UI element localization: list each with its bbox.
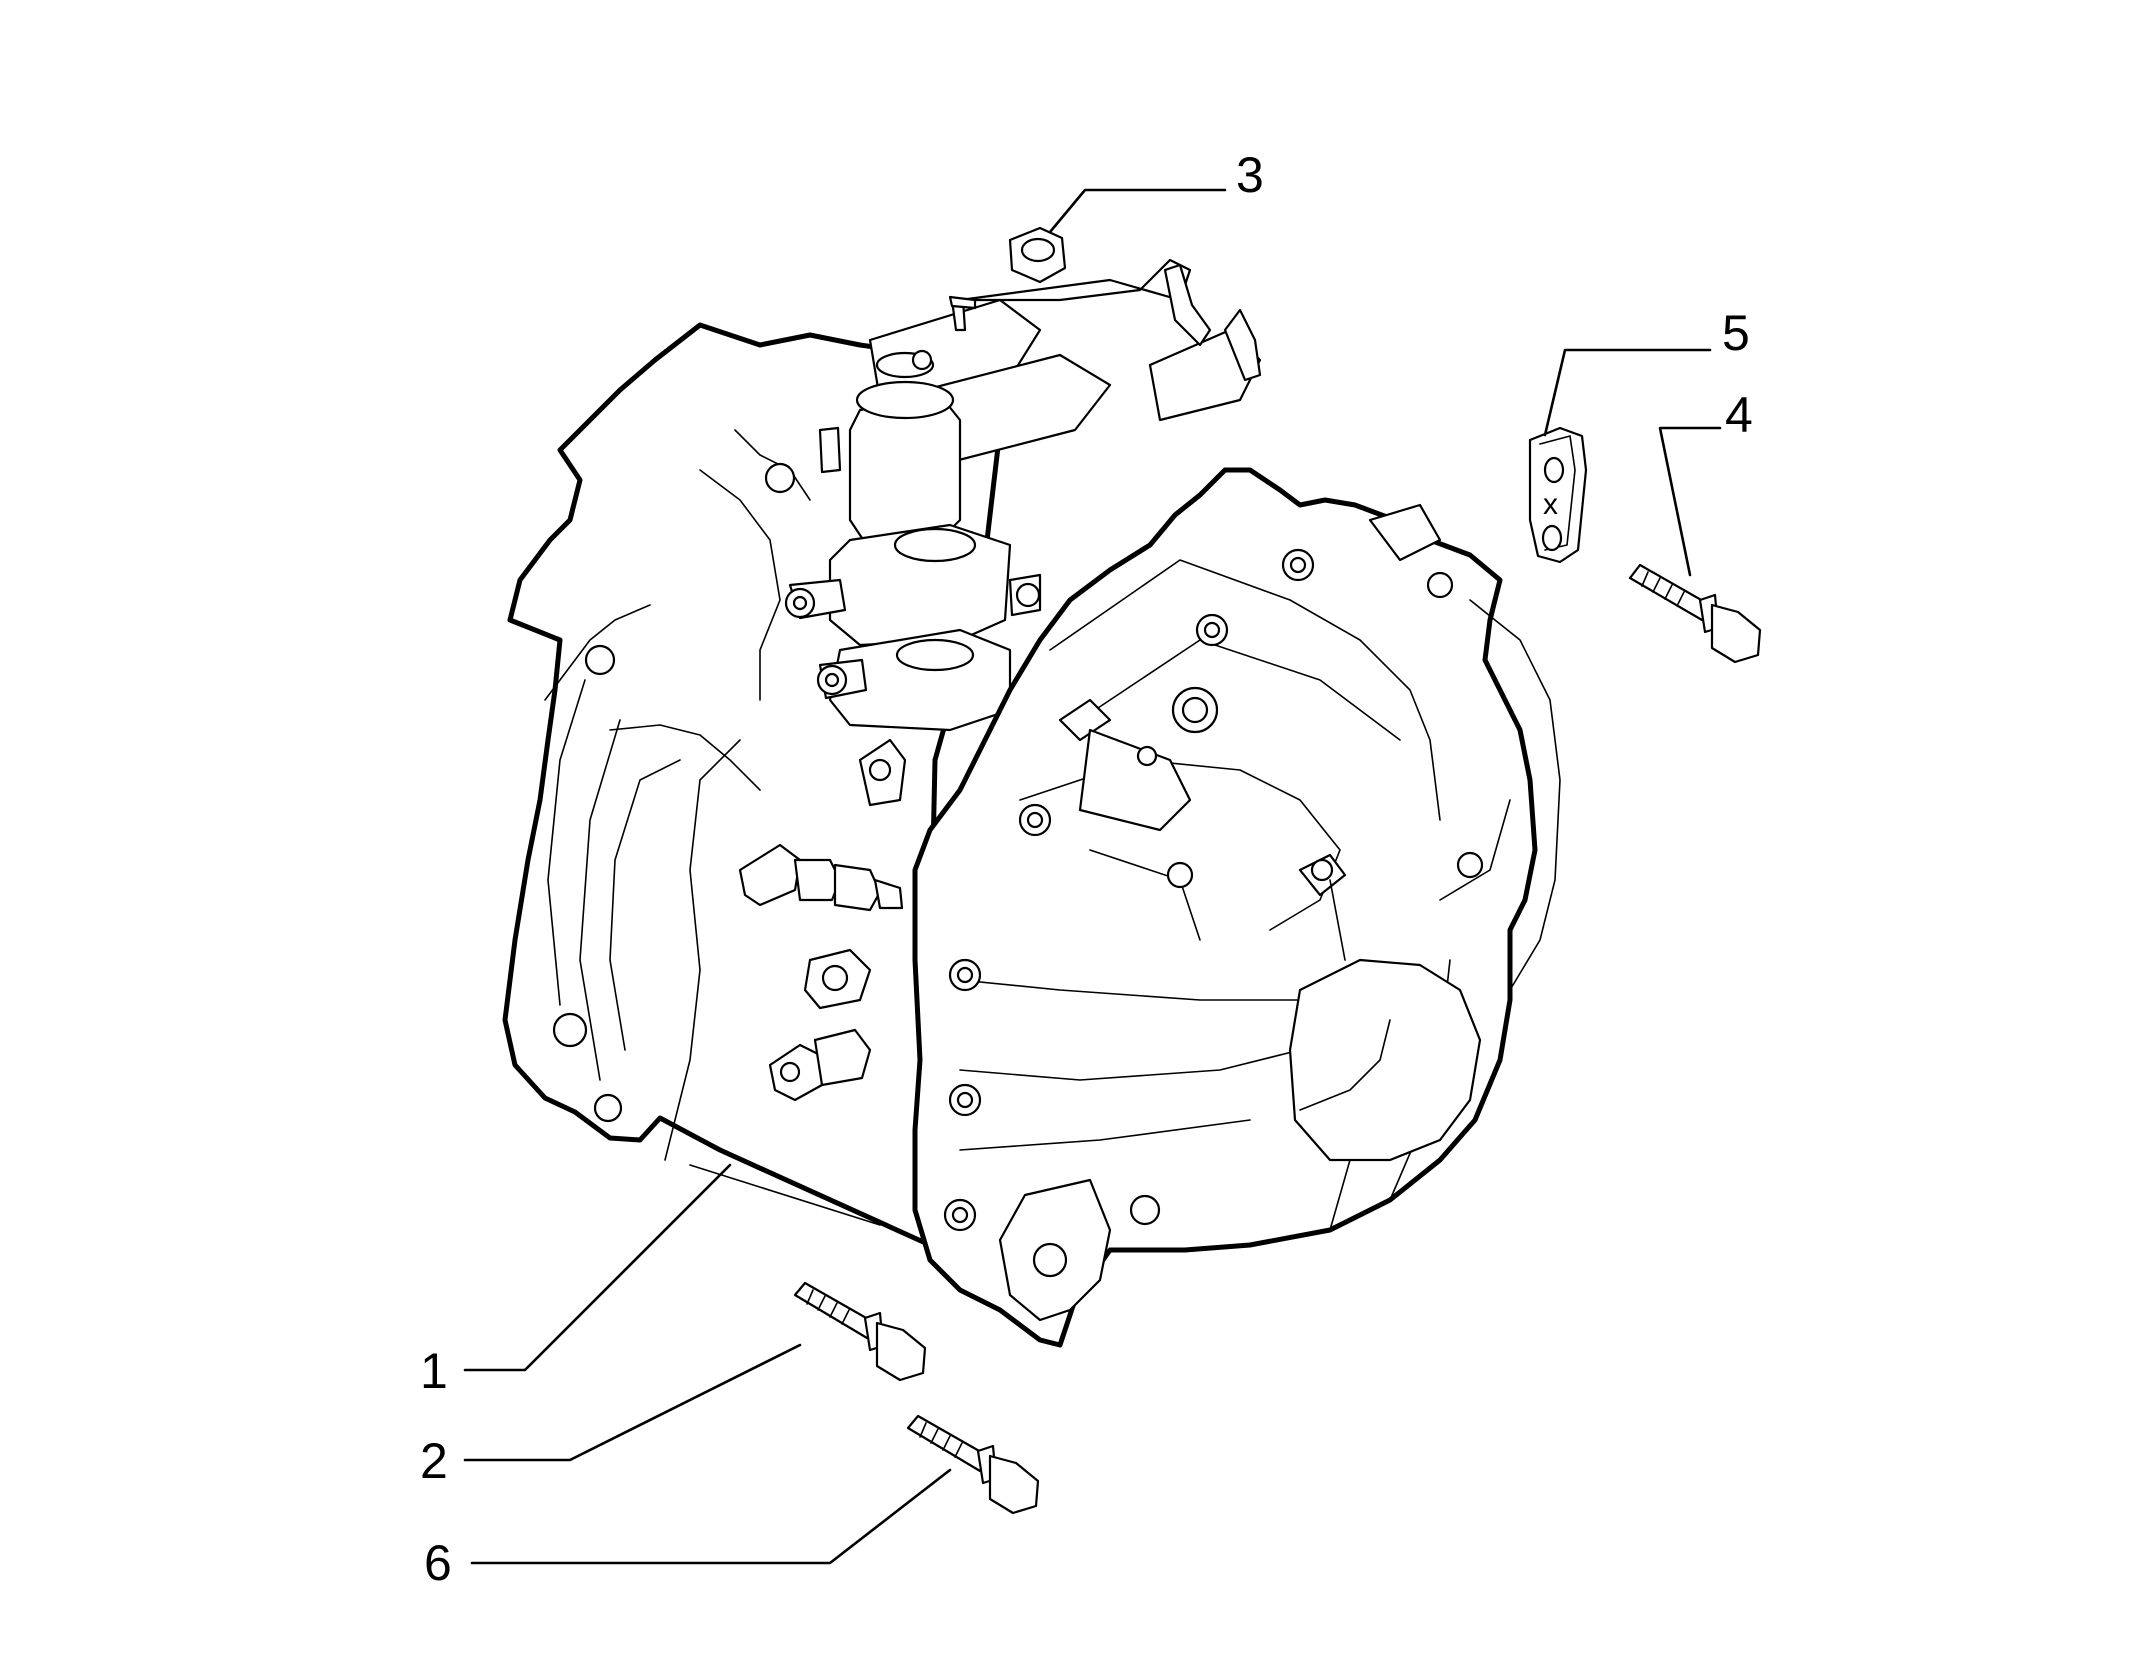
bolt-shank: [1628, 563, 1712, 622]
case-bolt-center: [1203, 621, 1221, 639]
housing-rib-inner: [609, 724, 761, 1051]
case-hole: [1426, 571, 1454, 599]
case-plug-center: [1181, 696, 1209, 724]
leader-line-2: [463, 1343, 802, 1462]
shift-fork-tab: [1163, 263, 1212, 347]
shift-fork-tab: [1223, 308, 1262, 382]
bolt-shank: [793, 1281, 877, 1340]
hex-nut-bore: [1020, 237, 1056, 263]
cover-rib: [1299, 1019, 1391, 1111]
case-bolt-center: [956, 966, 974, 984]
case-bolt-center: [1289, 556, 1307, 574]
part-5-bracket: x: [1528, 426, 1588, 564]
leader-line-5: [1543, 348, 1712, 437]
leader-line-1: [463, 1163, 732, 1372]
sensor-connector: [738, 843, 802, 907]
case-hole-small: [1136, 745, 1158, 767]
part-3-nut: [1008, 226, 1067, 284]
callout-1: 1: [420, 1343, 448, 1399]
breather-cap: [1310, 858, 1334, 882]
housing-rib-left: [544, 604, 651, 1081]
gearbox-assembly: [502, 258, 1561, 1348]
callout-4: 4: [1725, 387, 1753, 443]
sensor-bracket-hole: [821, 964, 849, 992]
case-hole: [1129, 1194, 1161, 1226]
gearbox-case-outline: [912, 467, 1538, 1348]
selector-bolt-center: [792, 595, 808, 611]
part-2-bolt: [793, 1281, 927, 1382]
selector-bolt: [1015, 582, 1041, 608]
speed-sensor-pin: [779, 1061, 801, 1083]
callout-3: 3: [1236, 147, 1264, 203]
breather-line: [1329, 879, 1346, 961]
housing-boss-hole: [868, 758, 892, 782]
housing-bolt-hole: [552, 1012, 588, 1048]
sensors: [738, 738, 907, 1102]
case-hole: [1166, 861, 1194, 889]
case-arrow-mark: [1058, 698, 1112, 742]
part-6-bolt: [906, 1414, 1040, 1515]
sensor-nut: [833, 863, 882, 912]
case-flange: [1469, 599, 1561, 991]
case-end-cover: [1288, 958, 1482, 1162]
bracket-plate: [1528, 426, 1588, 564]
housing-bolt-hole: [764, 462, 796, 494]
case-bolt-center: [956, 1091, 974, 1109]
bracket-edge: [1539, 435, 1576, 551]
shift-mechanism: [784, 258, 1262, 732]
selector-pin: [818, 426, 842, 474]
part-4-bolt: [1628, 563, 1762, 664]
bracket-hole-bottom: [1541, 524, 1563, 552]
selector-tower-cap: [855, 380, 955, 420]
housing-bolt-hole: [593, 1093, 623, 1123]
shift-fork-top: [958, 258, 1192, 302]
leader-line-3: [1048, 188, 1227, 234]
leader-line-4: [1658, 426, 1722, 577]
mount-hole: [1032, 1242, 1068, 1278]
selector-collar: [893, 527, 977, 563]
bolt-head: [1710, 603, 1762, 664]
case-bolts: [943, 548, 1315, 1232]
leader-line-6: [470, 1468, 952, 1565]
case-hole: [1456, 851, 1484, 879]
sensor-body: [793, 858, 842, 902]
case-top-tab: [1368, 503, 1442, 562]
bolt-head: [988, 1454, 1040, 1515]
bolt-threads: [806, 1289, 850, 1325]
case-rib: [959, 979, 1301, 1151]
selector-lower-collar: [895, 638, 975, 672]
bracket-hole-top: [1543, 456, 1565, 484]
bolt-threads: [1641, 571, 1685, 607]
housing-top-rib: [699, 429, 811, 701]
shift-rod-tip: [948, 295, 977, 310]
shift-fork-right: [1148, 328, 1262, 422]
case-bolt-center: [1026, 811, 1044, 829]
case-bolt-center: [951, 1206, 969, 1224]
speed-sensor-body: [813, 1028, 872, 1087]
callout-6: 6: [424, 1535, 452, 1591]
bolt-head: [875, 1321, 927, 1382]
selector-pin-head: [911, 349, 933, 371]
leader-lines: [463, 188, 1722, 1565]
callout-labels: 1 2 3 4 5 6: [420, 147, 1753, 1591]
case-rib: [1049, 559, 1441, 821]
callout-5: 5: [1722, 305, 1750, 361]
sensor-tip: [873, 878, 904, 910]
bolt-shank: [906, 1414, 990, 1473]
housing-bolt-hole: [584, 644, 616, 676]
bracket-mark: x: [1543, 488, 1558, 521]
selector-bolt-center: [824, 672, 840, 688]
bolt-threads: [919, 1422, 963, 1458]
callout-2: 2: [420, 1433, 448, 1489]
